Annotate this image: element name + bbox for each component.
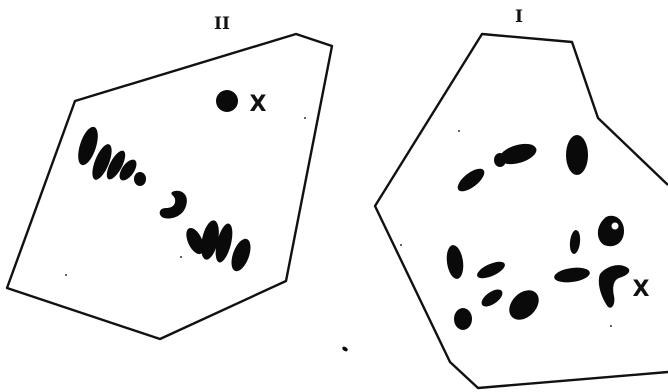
cell-i-chromosome bbox=[566, 135, 588, 175]
cell-ii-x-chromosome bbox=[216, 90, 238, 112]
cell-i-speck bbox=[610, 325, 612, 327]
cell-i-chromosome bbox=[503, 284, 544, 325]
cell-i-chromosome-notch bbox=[612, 223, 619, 230]
cell-i-chromosome bbox=[475, 258, 507, 281]
cell-i-x-chromosome bbox=[599, 265, 629, 308]
cell-i-chromosome bbox=[479, 286, 506, 310]
cell-i-speck bbox=[458, 130, 460, 132]
cell-ii-x-label: X bbox=[250, 92, 267, 117]
cell-i-chromosome bbox=[454, 165, 488, 196]
cell-i-label: I bbox=[515, 7, 523, 27]
cell-i-x-label: X bbox=[633, 277, 650, 302]
ink-blot bbox=[341, 346, 348, 353]
cell-ii-chromosome bbox=[228, 236, 255, 273]
ink-speck bbox=[304, 117, 306, 119]
cell-ii-speck bbox=[180, 256, 182, 258]
cell-ii-chromosome bbox=[160, 191, 187, 219]
cell-i-speck bbox=[400, 244, 402, 246]
cell-ii-label: II bbox=[214, 14, 230, 34]
cell-i-outline bbox=[375, 34, 668, 388]
cell-i: I X bbox=[375, 7, 668, 388]
cell-ii-outline bbox=[7, 34, 332, 339]
cell-ii-speck bbox=[65, 274, 67, 276]
cell-i-chromosome bbox=[445, 244, 466, 280]
cell-i-chromosome bbox=[569, 230, 581, 255]
cell-i-chromosome bbox=[598, 216, 624, 246]
cell-ii: II X bbox=[7, 14, 332, 339]
cell-ii-chromosome bbox=[134, 172, 146, 186]
cell-i-chromosome bbox=[454, 308, 472, 330]
cell-i-chromosome bbox=[553, 266, 591, 285]
